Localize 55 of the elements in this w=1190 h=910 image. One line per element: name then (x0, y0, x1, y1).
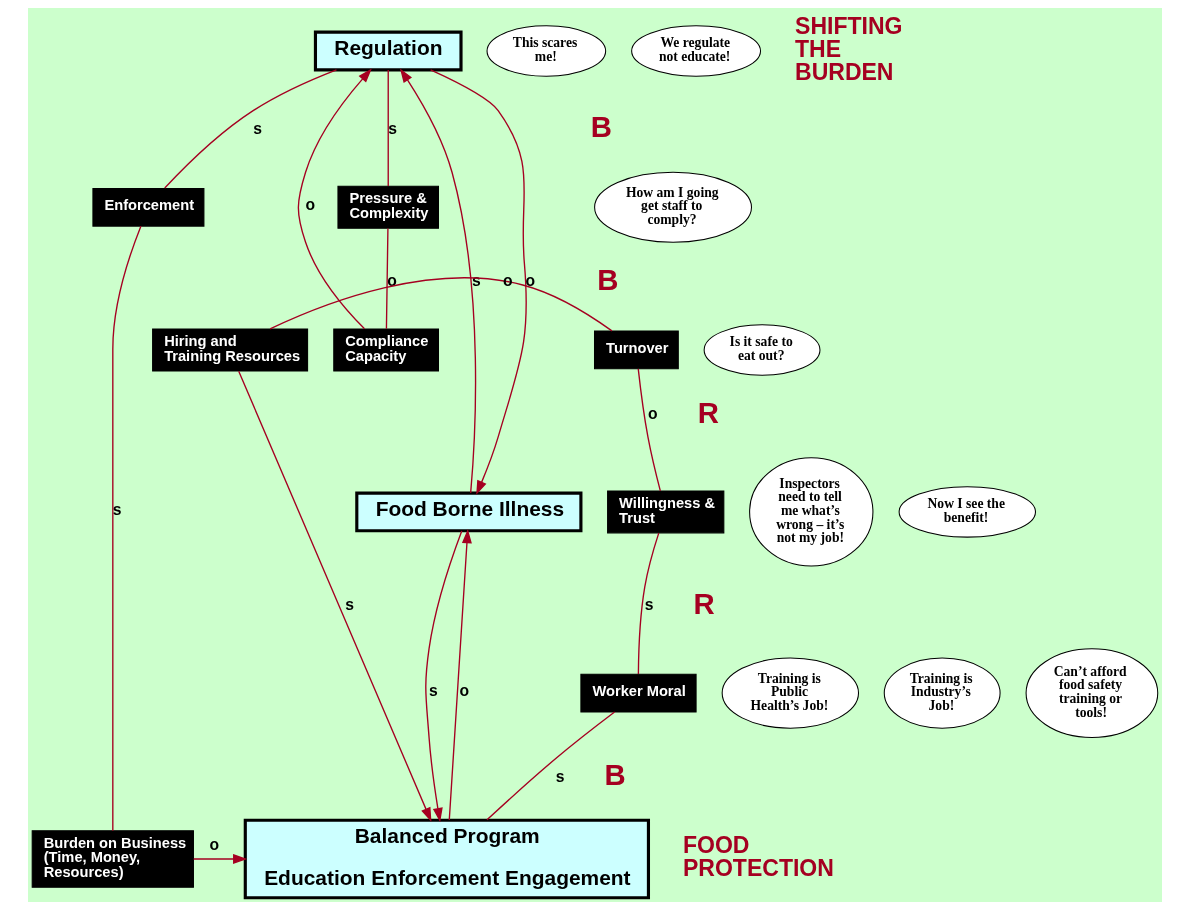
node-box: Compliance Capacity (333, 328, 439, 372)
edge-label: o (525, 272, 535, 290)
edge-label: o (387, 272, 397, 290)
node-ellipse: Inspectors need to tell me what’s wrong – it’s not my job! (749, 457, 874, 567)
node-box: Balanced Program Education Enforcement Engagement (243, 818, 650, 900)
connector (164, 69, 338, 189)
label: SHIFTING THE BURDEN (795, 12, 903, 85)
edge-label: s (644, 595, 654, 613)
edge-label: s (253, 119, 262, 137)
node-ellipse: Training is Public Health’s Job! (721, 657, 860, 729)
node-ellipse: This scares me! (486, 25, 607, 77)
edge-label: s (388, 119, 397, 137)
node-box: Enforcement (92, 187, 205, 227)
label: FOOD PROTECTION (683, 832, 834, 882)
node-ellipse: Is it safe to eat out? (703, 324, 821, 376)
label: B (590, 110, 613, 144)
node-box: Turnover (594, 330, 679, 370)
arrow (425, 530, 463, 823)
node-ellipse: How am I going get staff to comply? (594, 171, 752, 243)
connector (387, 69, 389, 187)
label: R (697, 395, 719, 429)
arrow (238, 370, 432, 822)
connector (269, 277, 613, 332)
node-box: Burden on Business (Time, Money, Resources) (31, 830, 194, 888)
arrow (448, 528, 472, 821)
label: R (693, 586, 715, 620)
edge-label: o (647, 405, 658, 423)
node-box: Hiring and Training Resources (152, 328, 309, 372)
edge-label: o (459, 681, 470, 699)
edge-label: o (209, 835, 220, 853)
connector (486, 711, 616, 821)
node-ellipse: Now I see the benefit! (898, 486, 1036, 538)
edge-label: s (555, 767, 565, 785)
connector (637, 368, 661, 492)
connector (637, 532, 660, 675)
node-ellipse: We regulate not educate! (631, 25, 762, 77)
edge-label: o (305, 195, 316, 213)
node-box: Food Borne Illness (355, 491, 583, 533)
node-box: Pressure & Complexity (337, 185, 439, 229)
label: B (604, 758, 626, 792)
arrow (400, 68, 477, 494)
edge-label: s (345, 595, 355, 613)
label: B (597, 262, 619, 296)
connector (112, 225, 142, 832)
node-ellipse: Can’t afford food safety training or tools! (1025, 648, 1159, 738)
arrow (193, 854, 248, 864)
arrow (429, 69, 527, 495)
edge-label: s (112, 500, 122, 518)
node-box: Worker Moral (580, 673, 697, 713)
edge-label: s (429, 681, 438, 699)
connector (385, 227, 389, 330)
node-box: Regulation (313, 30, 463, 72)
arrow (297, 68, 372, 330)
node-box: Willingness & Trust (607, 490, 725, 534)
node-ellipse: Training is Industry’s Job! (883, 657, 1001, 729)
